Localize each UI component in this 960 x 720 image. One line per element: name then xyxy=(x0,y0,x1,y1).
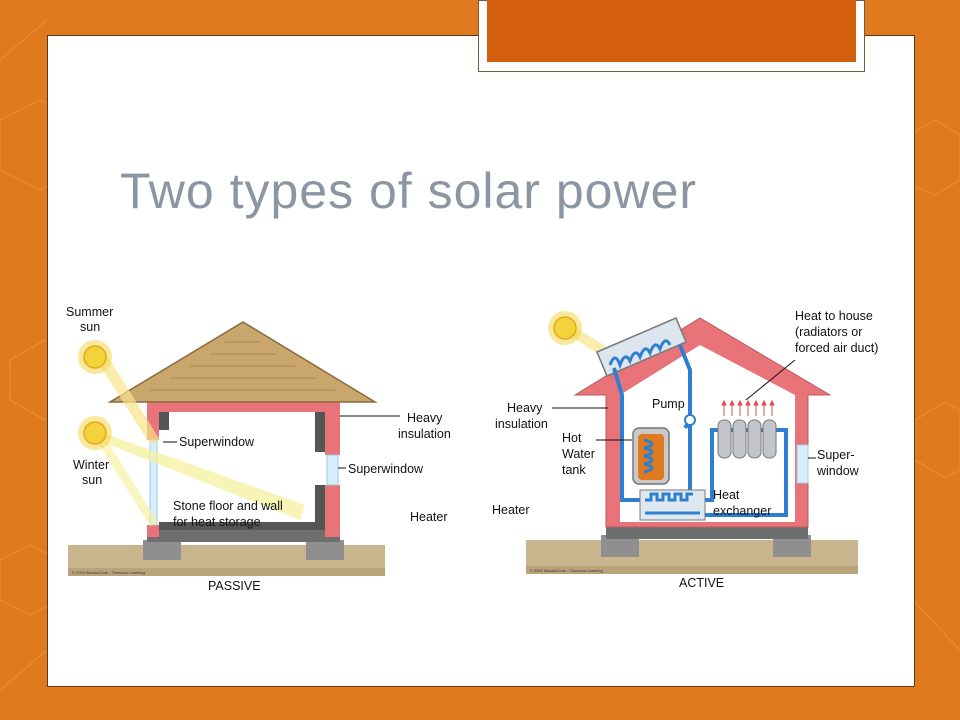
hot-water-tank-icon xyxy=(632,427,670,485)
heat-exchanger-icon xyxy=(639,489,706,521)
label-heat-to-house-2: (radiators or xyxy=(795,325,862,339)
label-pump: Pump xyxy=(652,397,685,411)
passive-footing-right xyxy=(306,540,344,560)
label-superwindow-left: Superwindow xyxy=(179,435,255,449)
slide-title: Two types of solar power xyxy=(120,163,698,219)
solar-collector-panel xyxy=(596,317,687,377)
passive-roof xyxy=(107,321,378,403)
label-superwindow-right: Superwindow xyxy=(348,462,424,476)
label-stone-floor-2: for heat storage xyxy=(173,515,261,529)
label-heat-to-house-3: forced air duct) xyxy=(795,341,878,355)
label-hot-water-tank-1: Hot xyxy=(562,431,582,445)
label-winter-sun-2: sun xyxy=(82,473,102,487)
active-house: Heat to house (radiators or forced air d… xyxy=(492,309,878,590)
label-active-heavy-insulation-2: insulation xyxy=(495,417,548,431)
passive-footing-left xyxy=(143,540,181,560)
label-heavy-insulation-2: insulation xyxy=(398,427,451,441)
heat-rising-arrows-icon xyxy=(721,399,775,416)
label-passive-caption: PASSIVE xyxy=(208,579,261,593)
label-hot-water-tank-3: tank xyxy=(562,463,586,477)
passive-house: Summer sun Winter sun Superwindow Superw… xyxy=(66,305,451,593)
passive-copyright: © 2002 Brooks/Cole - Thomson Learning xyxy=(72,570,145,575)
radiator-icon xyxy=(717,419,777,459)
label-hot-water-tank-2: Water xyxy=(562,447,595,461)
label-stone-floor-1: Stone floor and wall xyxy=(173,499,283,513)
label-active-heater: Heater xyxy=(492,503,530,517)
passive-floor-slab xyxy=(147,530,340,542)
label-summer-sun-2: sun xyxy=(80,320,100,334)
label-winter-sun-1: Winter xyxy=(73,458,109,472)
label-active-heavy-insulation-1: Heavy xyxy=(507,401,543,415)
passive-wall-right xyxy=(325,400,340,455)
label-heavy-insulation-1: Heavy xyxy=(407,411,443,425)
label-heat-exchanger-1: Heat xyxy=(713,488,740,502)
label-super-window-2: window xyxy=(816,464,860,478)
active-footing-left xyxy=(601,535,639,557)
active-footing-right xyxy=(773,535,811,557)
winter-sun-ray xyxy=(95,430,305,520)
label-summer-sun-1: Summer xyxy=(66,305,113,319)
label-passive-heater: Heater xyxy=(410,510,448,524)
active-copyright: © 2002 Brooks/Cole - Thomson Learning xyxy=(530,568,603,573)
active-floor-slab xyxy=(606,527,808,539)
winter-sun-icon xyxy=(78,416,112,450)
label-heat-exchanger-2: exchanger xyxy=(713,504,771,518)
summer-sun-ray xyxy=(95,352,160,444)
label-super-window-1: Super- xyxy=(817,448,855,462)
pump-icon xyxy=(684,414,696,426)
passive-superwindow-right xyxy=(326,454,339,486)
active-sun-icon xyxy=(548,311,582,345)
label-active-caption: ACTIVE xyxy=(679,576,724,590)
summer-sun-icon xyxy=(78,340,112,374)
active-superwindow xyxy=(796,444,809,484)
header-accent-bar xyxy=(487,0,856,62)
label-heat-to-house-1: Heat to house xyxy=(795,309,873,323)
